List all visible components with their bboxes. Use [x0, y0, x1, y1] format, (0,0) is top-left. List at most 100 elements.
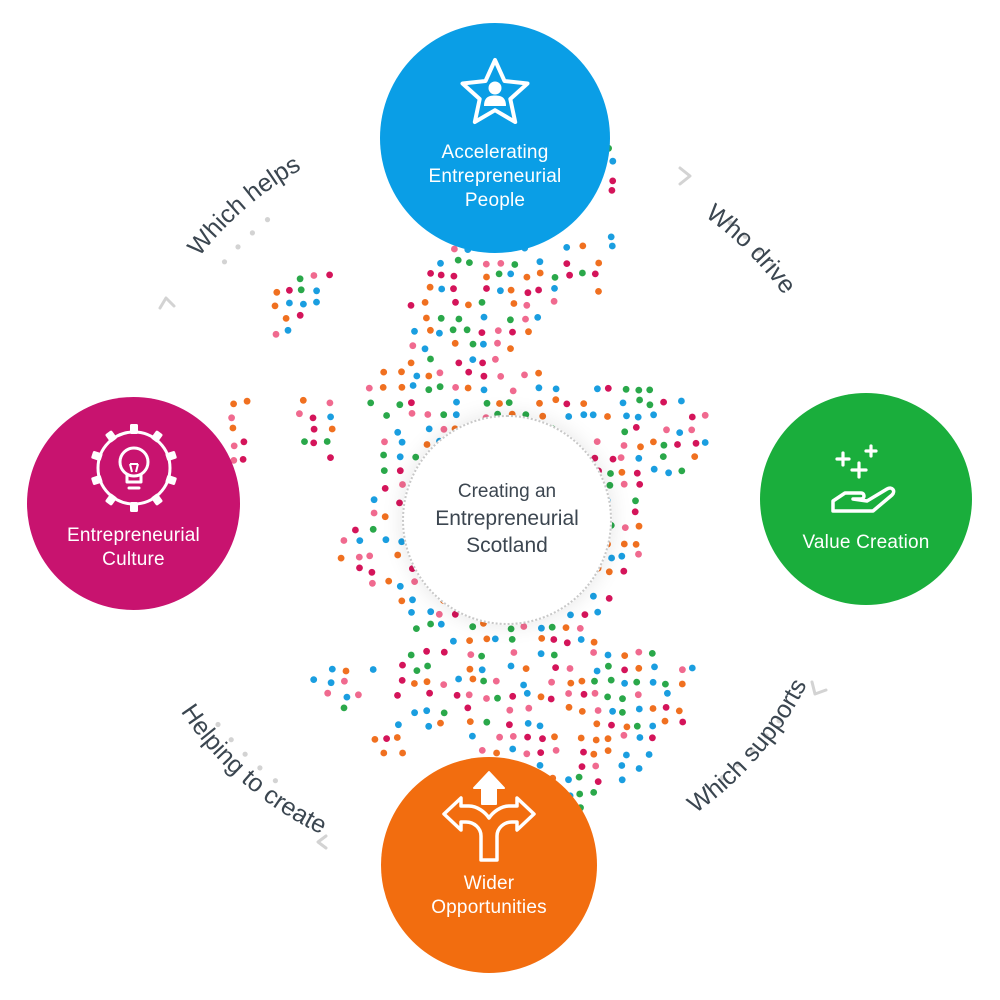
map-dot — [662, 680, 669, 688]
map-dot — [580, 400, 588, 407]
map-dot — [494, 694, 501, 702]
node-wider-label-1: Wider — [463, 873, 515, 895]
map-dot — [421, 345, 429, 353]
map-dot — [455, 675, 462, 683]
map-dot — [594, 778, 602, 785]
map-dot — [631, 508, 639, 516]
map-dot — [323, 438, 331, 445]
map-dot — [463, 326, 471, 334]
map-dot — [520, 623, 528, 630]
map-dot — [382, 536, 390, 544]
map-dot — [619, 695, 626, 703]
map-dot — [520, 681, 527, 689]
map-dot — [495, 270, 503, 278]
ring-dot — [770, 263, 776, 269]
map-dot — [483, 695, 490, 702]
map-dot — [701, 439, 709, 446]
map-dot — [383, 412, 390, 419]
map-dot — [649, 722, 657, 730]
map-dot — [550, 651, 558, 659]
map-dot — [482, 260, 490, 268]
map-dot — [230, 457, 238, 464]
map-dot — [284, 326, 292, 334]
map-dot — [635, 648, 643, 656]
map-dot — [576, 790, 584, 798]
map-dot — [505, 399, 513, 406]
map-dot — [480, 340, 487, 348]
map-dot — [398, 368, 405, 376]
map-dot — [660, 398, 667, 406]
map-dot — [367, 399, 375, 407]
map-dot — [535, 369, 542, 377]
lightbulb-gear-icon — [90, 423, 177, 512]
map-dot — [523, 301, 531, 309]
map-dot — [563, 244, 571, 251]
map-dot — [440, 648, 448, 656]
map-dot — [621, 524, 629, 531]
map-dot — [326, 399, 334, 407]
map-dot — [469, 356, 477, 363]
map-dot — [371, 736, 379, 743]
arrow-top-left-icon — [158, 296, 176, 310]
map-dot — [679, 718, 687, 726]
map-dot — [437, 314, 445, 322]
map-dot — [594, 608, 602, 616]
map-dot — [395, 721, 402, 729]
map-dot — [619, 709, 626, 716]
map-dot — [563, 639, 571, 647]
map-dot — [525, 704, 533, 712]
map-dot — [506, 721, 513, 729]
map-dot — [480, 313, 488, 321]
map-dot — [455, 359, 463, 367]
map-dot — [567, 679, 575, 687]
map-dot — [661, 717, 669, 725]
map-dot — [608, 554, 615, 562]
map-dot — [592, 736, 600, 744]
map-dot — [467, 651, 475, 658]
ring-dot — [763, 733, 769, 739]
map-dot — [381, 485, 389, 492]
map-dot — [491, 635, 499, 643]
map-dot — [407, 302, 415, 309]
map-dot — [524, 289, 532, 297]
map-dot — [593, 438, 601, 445]
ring-dot — [756, 248, 763, 254]
map-dot — [506, 706, 514, 714]
map-dot — [623, 751, 630, 759]
map-dot — [608, 187, 616, 194]
map-dot — [552, 664, 559, 671]
map-dot — [427, 326, 434, 334]
map-dot — [494, 339, 501, 347]
map-dot — [478, 747, 486, 754]
map-dot — [466, 259, 473, 266]
map-dot — [435, 610, 443, 618]
ring-dot — [727, 220, 733, 226]
map-dot — [623, 723, 631, 731]
map-dot — [551, 285, 558, 292]
map-dot — [650, 438, 657, 446]
map-dot — [537, 650, 545, 658]
map-dot — [426, 283, 434, 291]
map-dot — [452, 384, 459, 391]
map-dot — [648, 650, 656, 657]
map-dot — [578, 763, 586, 770]
map-dot — [595, 288, 602, 295]
map-dot — [296, 410, 303, 418]
map-dot — [525, 328, 532, 336]
map-dot — [427, 270, 434, 277]
map-dot — [605, 662, 612, 670]
map-dot — [609, 157, 617, 165]
map-dot — [483, 718, 491, 726]
hand-plus-icon — [831, 444, 896, 513]
map-dot — [299, 396, 307, 404]
map-dot — [536, 722, 544, 730]
map-dot — [310, 676, 318, 683]
map-dot — [632, 497, 639, 505]
map-dot — [550, 636, 558, 643]
map-dot — [507, 316, 514, 324]
node-wider-opportunities: Wider Opportunities — [381, 757, 597, 973]
map-dot — [369, 666, 377, 673]
map-dot — [635, 705, 643, 713]
map-dot — [678, 680, 686, 688]
